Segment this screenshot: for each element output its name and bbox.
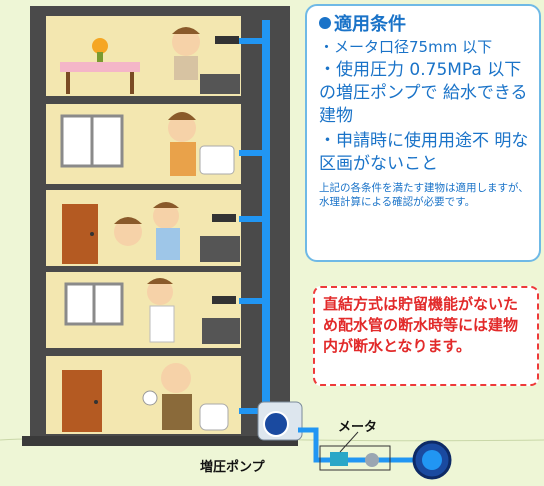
faucet-icon — [212, 296, 236, 304]
toilet-icon — [199, 403, 229, 431]
warning-panel: 直結方式は貯留機能がないため配水管の断水時等には建物内が断水となります。 — [313, 286, 539, 386]
floor-2 — [46, 272, 241, 348]
condition-item: ・メータ口径75mm 以下 — [319, 38, 493, 56]
floor-3 — [46, 190, 241, 266]
conditions-title: 適用条件 — [319, 14, 531, 36]
elder-person-icon — [161, 363, 191, 393]
pump-label: 増圧ポンプ — [200, 460, 265, 475]
faucet-icon — [212, 214, 236, 222]
condition-item: ・申請時に使用用途不 明な区画がないこと — [319, 131, 529, 174]
warning-text: 直結方式は貯留機能がないため配水管の断水時等には建物内が断水となります。 — [323, 295, 519, 355]
floor-5 — [46, 16, 241, 96]
ground — [0, 440, 544, 486]
person-icon — [147, 279, 173, 305]
conditions-title-text: 適用条件 — [334, 14, 406, 35]
conditions-note: 上記の各条件を満たす建物は適用しますが、水理計算による確認が必要です。 — [319, 182, 529, 208]
person-icon — [172, 28, 200, 56]
person-icon — [168, 114, 196, 142]
condition-item: ・使用圧力 0.75MPa 以下の増圧ポンプで 給水できる建物 — [319, 60, 528, 126]
valve-icon — [365, 453, 379, 467]
floor-1 — [46, 356, 241, 434]
faucet-icon — [215, 36, 239, 44]
meter-box — [319, 445, 391, 471]
toilet-paper-icon — [142, 390, 158, 406]
flower-icon — [92, 38, 108, 54]
appliance-icon — [199, 145, 235, 175]
conditions-panel: 適用条件 ・メータ口径75mm 以下 ・使用圧力 0.75MPa 以下の増圧ポン… — [305, 4, 541, 262]
floor-4 — [46, 104, 241, 184]
booster-pump — [257, 401, 303, 441]
riser-pipe — [262, 20, 270, 416]
baby-icon — [114, 218, 142, 246]
meter-icon — [330, 452, 348, 466]
meter-label: メータ — [338, 420, 378, 435]
person-icon — [153, 203, 179, 229]
bullet-dot-icon — [319, 17, 331, 29]
